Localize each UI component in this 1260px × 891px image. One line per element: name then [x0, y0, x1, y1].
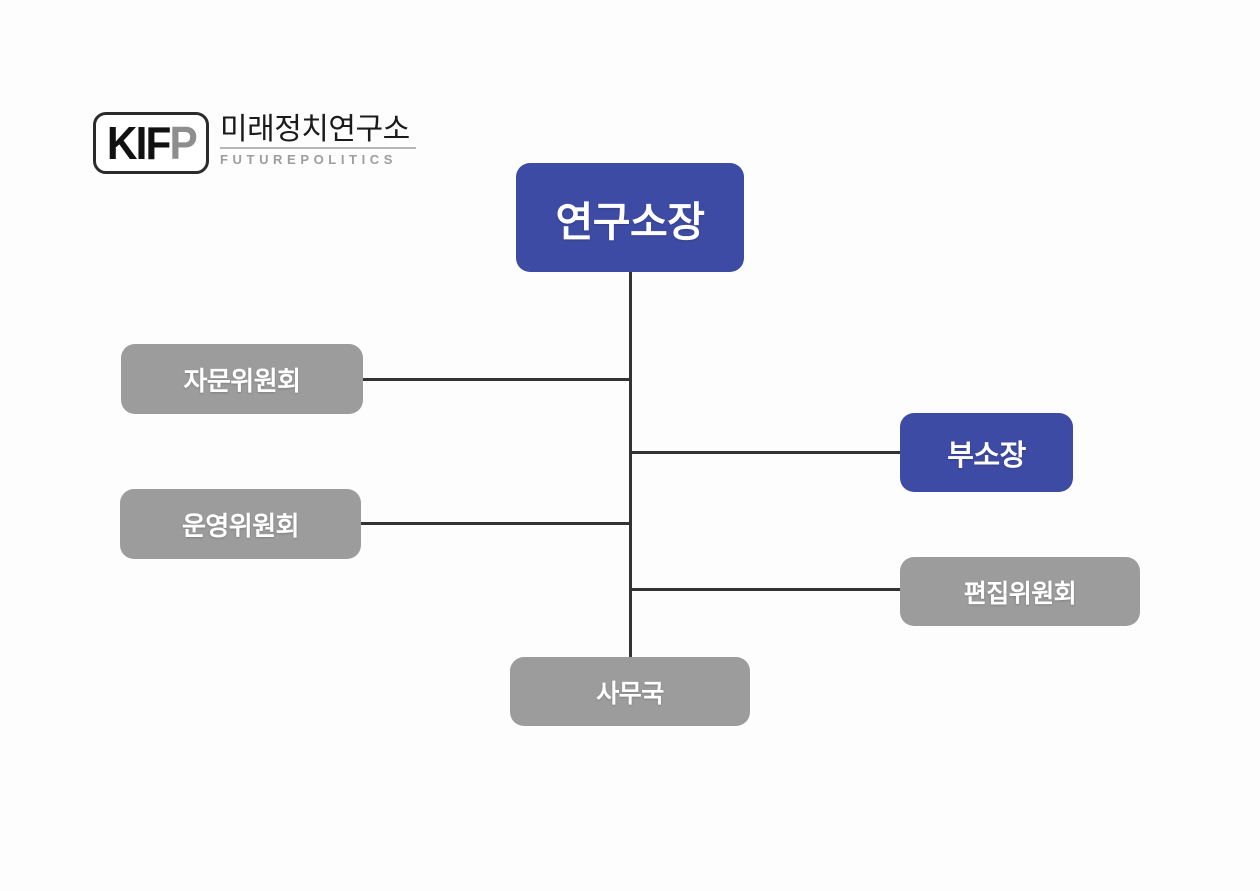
kifp-logo-divider — [220, 147, 416, 149]
org-node-secretariat[interactable]: 사무국 — [510, 657, 750, 726]
kifp-logo-wordmark: 미래정치연구소 FUTUREPOLITICS — [220, 112, 416, 168]
org-node-advisory-committee-label: 자문위원회 — [183, 365, 301, 396]
org-node-director[interactable]: 연구소장 — [516, 163, 744, 272]
org-node-secretariat-label: 사무국 — [596, 679, 664, 708]
kifp-logo-korean-name: 미래정치연구소 — [220, 113, 410, 146]
connector-director-deputy-director — [629, 451, 902, 454]
connector-director-trunk — [629, 270, 632, 660]
kifp-logo: KIFP 미래정치연구소 FUTUREPOLITICS — [93, 112, 416, 174]
org-node-editorial-committee-label: 편집위원회 — [963, 579, 1077, 608]
kifp-logo-mark-icon: KIFP — [93, 112, 209, 174]
connector-director-advisory-committee — [363, 378, 631, 381]
kifp-logo-mark-gray: P — [169, 117, 197, 169]
kifp-logo-mark-dark: KIF — [106, 117, 171, 169]
connector-director-steering-committee — [361, 522, 631, 525]
kifp-logo-mark-text: KIFP — [106, 117, 197, 169]
org-node-steering-committee-label: 운영위원회 — [181, 510, 300, 541]
connector-director-editorial-committee — [629, 588, 902, 591]
kifp-logo-english-name: FUTUREPOLITICS — [220, 152, 398, 167]
org-node-director-label: 연구소장 — [555, 198, 705, 245]
org-node-deputy-director[interactable]: 부소장 — [900, 413, 1073, 492]
org-node-advisory-committee[interactable]: 자문위원회 — [121, 344, 363, 414]
org-node-deputy-director-label: 부소장 — [947, 439, 1026, 472]
org-node-steering-committee[interactable]: 운영위원회 — [120, 489, 361, 559]
org-node-editorial-committee[interactable]: 편집위원회 — [900, 557, 1140, 626]
